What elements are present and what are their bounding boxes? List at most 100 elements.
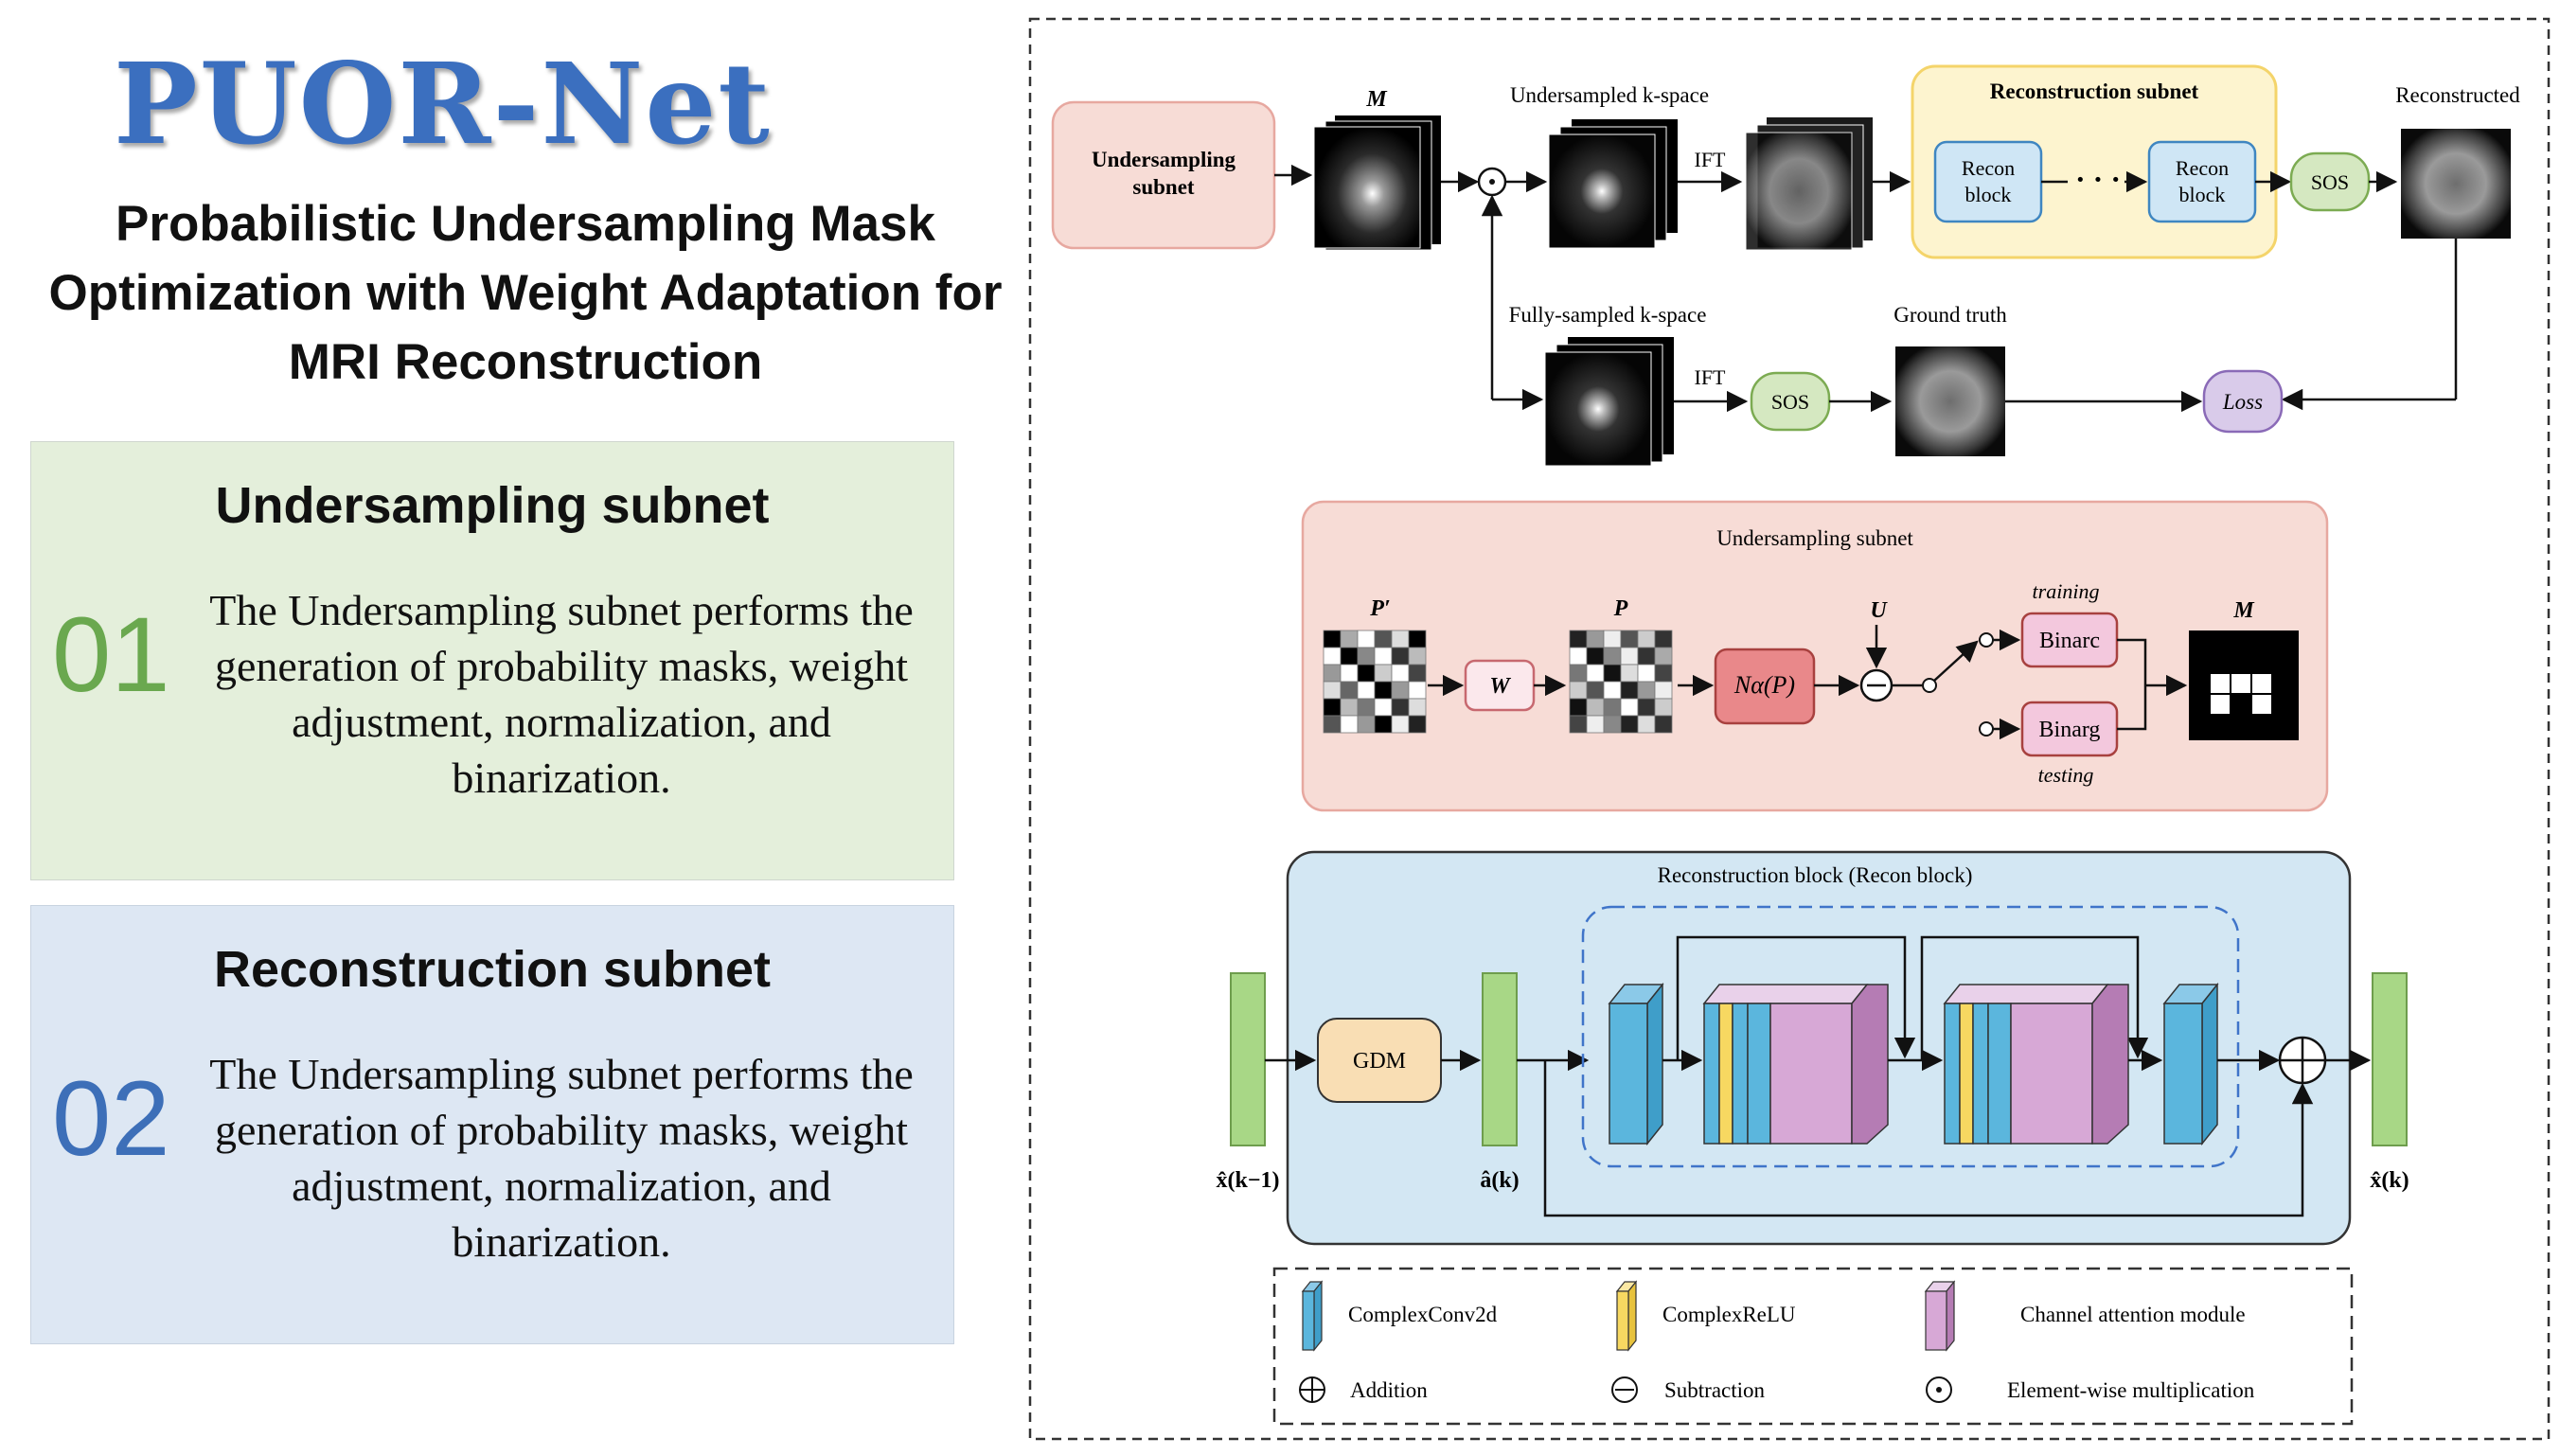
dense-unit-1 [1702,984,1889,1145]
card-body: The Undersampling subnet performs the ge… [209,1050,914,1266]
recon-block-2-label-2: block [2179,183,2226,206]
grid-cell [1654,630,1673,648]
complexrelu-legend-icon [1615,1280,1638,1352]
grid-cell [1391,681,1410,700]
elementwise-legend-icon [1926,1376,1952,1403]
mid-label: â(k) [1480,1168,1519,1193]
grid-cell [1391,647,1410,666]
grid-cell [1323,681,1342,700]
legend-addition: Addition [1350,1378,1428,1402]
grid-cell [1654,681,1673,700]
grid-cell [1408,664,1427,683]
p-label: P [1613,596,1628,621]
output-latent-bar [2372,972,2408,1146]
binar-c-label: Binarc [2039,629,2100,653]
recon-block-1-label-1: Recon [1962,156,2015,180]
diagram-frame [1028,17,2551,1441]
grid-cell [1357,630,1376,648]
app-title: PUOR-Net [114,38,772,169]
grid-cell [1391,630,1410,648]
grid-cell [1391,664,1410,683]
grid-cell [1569,681,1588,700]
grid-cell [1586,630,1605,648]
grid-cell [1374,630,1393,648]
dense-block-region [1581,905,2240,1168]
grid-cell [1569,647,1588,666]
normalize-label: Nα(P) [1733,671,1795,699]
undersampled-kspace-stack [1548,119,1678,249]
grid-cell [1408,715,1427,734]
binary-mask-output [2189,630,2299,740]
mask-image-stack [1313,115,1441,251]
ift-label-bottom: IFT [1695,365,1727,389]
card-body: The Undersampling subnet performs the ge… [209,586,914,802]
sos-label-bottom: SOS [1771,390,1809,414]
undersampled-kspace-label: Undersampled k-space [1510,83,1709,107]
training-label: training [2033,579,2100,603]
recon-block-2 [2147,140,2257,223]
legend-complexrelu: ComplexReLU [1662,1303,1796,1326]
grid-cell [1323,698,1342,717]
grid-cell [1340,664,1359,683]
reconstruction-subnet-label: Reconstruction subnet [1990,80,2199,103]
u-label: U [1870,598,1888,623]
grid-cell [1586,698,1605,717]
recon-block-1 [1933,140,2043,223]
grid-cell [1603,664,1622,683]
grid-cell [1323,715,1342,734]
recon-block-1-label-2: block [1965,183,2012,206]
fully-sampled-kspace-stack [1544,337,1674,467]
grid-cell [1374,698,1393,717]
grid-cell [1620,715,1639,734]
ground-truth-label: Ground truth [1893,303,2007,327]
card-number: 02 [52,1059,170,1178]
grid-cell [1637,630,1656,648]
input-label: x̂(k−1) [1216,1168,1279,1193]
grid-cell [1340,698,1359,717]
addition-legend-icon [1299,1376,1325,1403]
testing-label: testing [2038,763,2094,787]
p-grid [1569,630,1673,734]
grid-cell [1374,647,1393,666]
card-number: 01 [52,595,170,714]
grid-cell [1620,664,1639,683]
grid-cell [1586,664,1605,683]
complexconv-legend-icon [1301,1280,1324,1352]
grid-cell [1654,664,1673,683]
p-prime-grid [1323,630,1427,734]
grid-cell [1323,664,1342,683]
fully-sampled-kspace-label: Fully-sampled k-space [1509,303,1707,327]
undersampled-image-stack [1745,117,1873,251]
attention-legend-icon [1924,1280,1956,1352]
undersampling-subnet-label-2: subnet [1132,175,1195,199]
binar-g-label: Binarg [2039,718,2101,742]
grid-cell [1637,647,1656,666]
grid-cell [1620,681,1639,700]
undersampling-card: Undersampling subnet 01 The Undersamplin… [30,441,954,880]
legend-box [1272,1267,2354,1426]
mask-m-label: M [1365,87,1388,112]
legend-subtraction: Subtraction [1664,1378,1766,1402]
grid-cell [1323,630,1342,648]
grid-cell [1654,715,1673,734]
m-output-label: M [2232,598,2255,623]
elementwise-multiply-icon [1477,167,1507,197]
grid-cell [1408,630,1427,648]
grid-cell [1620,698,1639,717]
grid-cell [1323,647,1342,666]
grid-cell [1603,681,1622,700]
grid-cell [1603,630,1622,648]
grid-cell [1586,681,1605,700]
grid-cell [1603,715,1622,734]
conv-layer-out [2162,982,2219,1146]
loss-label: Loss [2222,390,2263,414]
grid-cell [1357,664,1376,683]
grid-cell [1620,647,1639,666]
grid-cell [1340,715,1359,734]
legend-channel-attention: Channel attention module [2020,1303,2246,1326]
grid-cell [1374,681,1393,700]
grid-cell [1391,698,1410,717]
grid-cell [1603,698,1622,717]
grid-cell [1569,698,1588,717]
grid-cell [1340,630,1359,648]
